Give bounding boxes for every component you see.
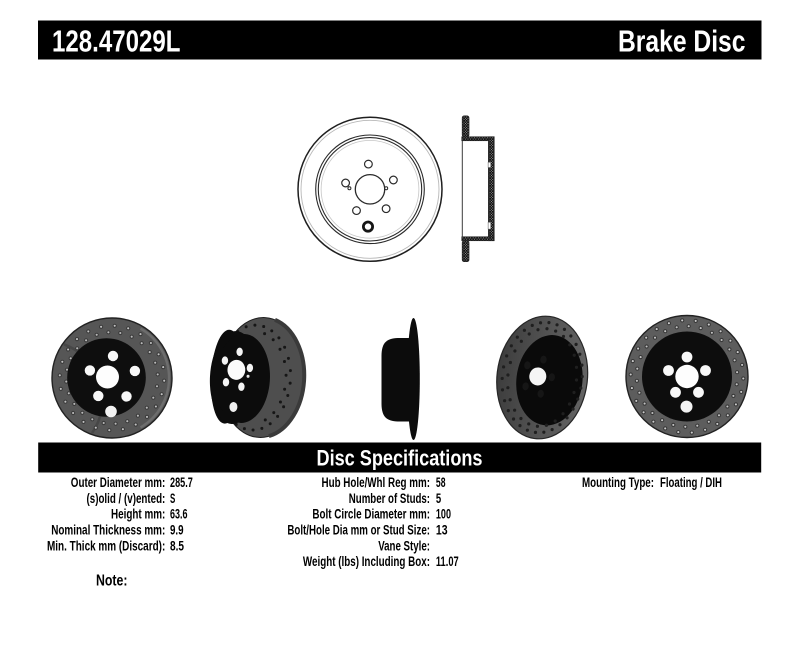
svg-text:Brake Disc: Brake Disc (618, 23, 746, 58)
svg-text:63.6: 63.6 (170, 507, 188, 522)
svg-text:Bolt/Hole Dia mm or Stud Size:: Bolt/Hole Dia mm or Stud Size: (287, 523, 430, 538)
svg-text:11.07: 11.07 (436, 554, 459, 569)
svg-text:Height mm:: Height mm: (111, 507, 165, 522)
svg-text:100: 100 (436, 507, 451, 522)
svg-text:285.7: 285.7 (170, 475, 193, 490)
svg-text:Number of Studs:: Number of Studs: (349, 491, 430, 506)
svg-text:Outer Diameter mm:: Outer Diameter mm: (71, 475, 166, 490)
svg-text:Nominal Thickness mm:: Nominal Thickness mm: (51, 523, 165, 538)
svg-text:(s)olid / (v)ented:: (s)olid / (v)ented: (87, 491, 166, 506)
svg-text:Min. Thick mm (Discard):: Min. Thick mm (Discard): (47, 538, 165, 553)
svg-text:8.5: 8.5 (170, 538, 184, 553)
svg-text:Vane Style:: Vane Style: (378, 538, 430, 553)
svg-text:Floating / DIH: Floating / DIH (660, 475, 722, 490)
svg-text:9.9: 9.9 (170, 523, 184, 538)
svg-text:Hub Hole/Whl Reg mm:: Hub Hole/Whl Reg mm: (322, 475, 431, 490)
svg-text:13: 13 (436, 523, 448, 538)
svg-text:58: 58 (436, 475, 446, 490)
svg-text:Disc Specifications: Disc Specifications (317, 446, 483, 471)
svg-text:128.47029L: 128.47029L (52, 23, 181, 58)
svg-text:S: S (170, 491, 175, 506)
svg-text:Weight (lbs) Including Box:: Weight (lbs) Including Box: (303, 554, 430, 569)
svg-text:5: 5 (436, 491, 442, 506)
svg-text:Bolt Circle Diameter mm:: Bolt Circle Diameter mm: (312, 507, 430, 522)
svg-text:Mounting Type:: Mounting Type: (582, 475, 654, 490)
svg-text:Note:: Note: (96, 573, 128, 590)
